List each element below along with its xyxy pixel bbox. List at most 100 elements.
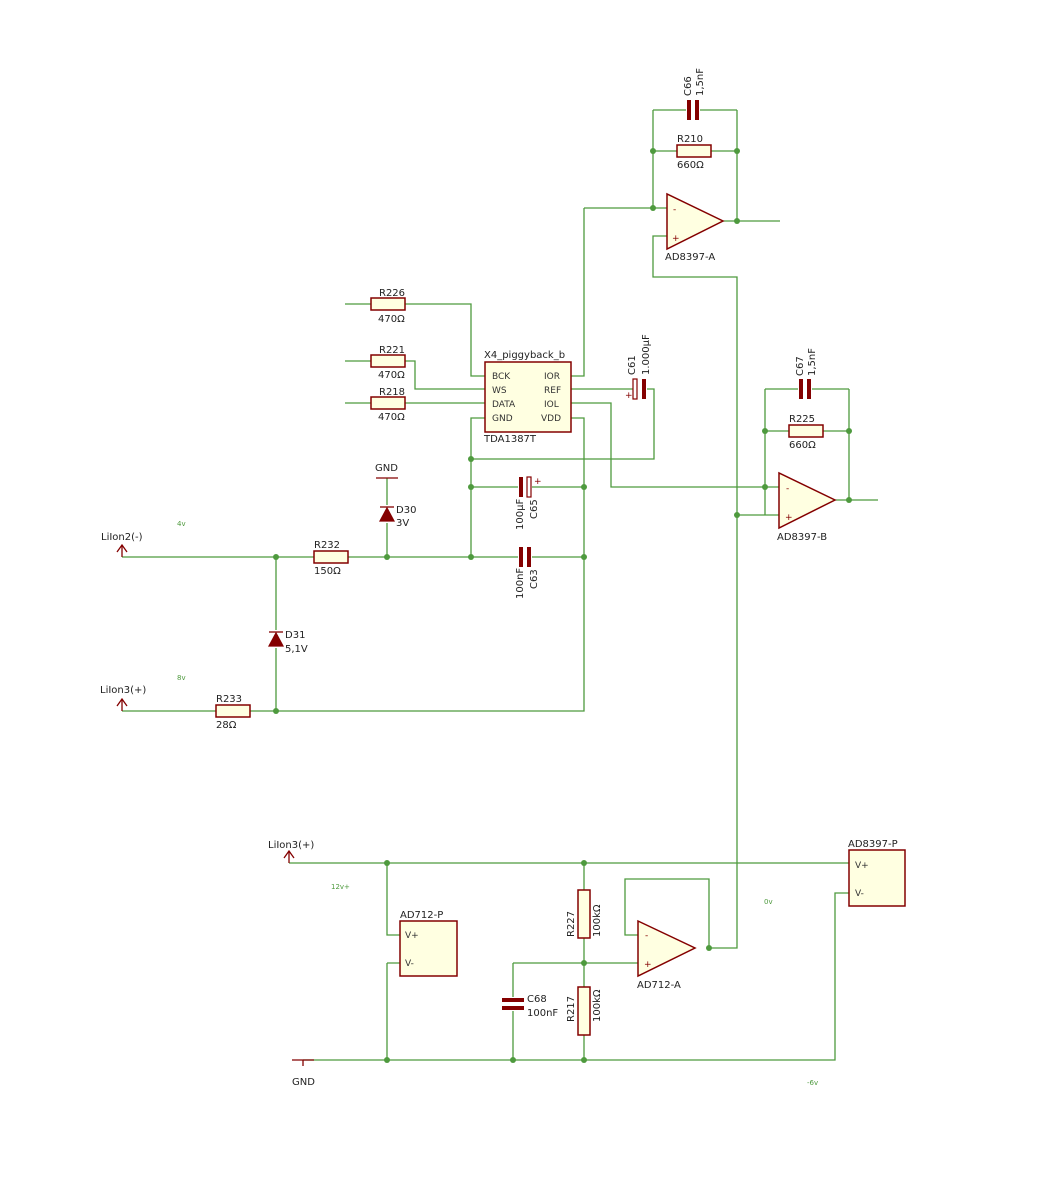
resistor-r221[interactable]: R221 470Ω <box>370 345 406 381</box>
c63-value: 100nF <box>515 568 526 599</box>
capacitor-c68[interactable]: C68 100nF <box>502 994 558 1019</box>
r227-value: 100kΩ <box>592 904 603 937</box>
net-label-8v: 8v <box>177 674 186 682</box>
ic-tda-part: TDA1387T <box>483 434 537 445</box>
ic-pin-ref: REF <box>544 386 561 396</box>
opamp-ad8397-b[interactable]: - + AD8397-B <box>777 471 837 543</box>
resistor-r217[interactable]: R217 100kΩ <box>566 986 603 1036</box>
opamp-b-plus: + <box>785 513 793 523</box>
ad8397p-name: AD8397-P <box>848 839 898 850</box>
resistor-r233[interactable]: R233 28Ω <box>215 694 251 731</box>
port-liion3-bottom-label: LiIon3(+) <box>268 840 314 851</box>
ad8397p-vminus: V- <box>855 889 864 899</box>
capacitor-c67[interactable]: C67 1,5nF <box>795 348 818 399</box>
ad712p-vplus: V+ <box>405 931 419 941</box>
r218-ref: R218 <box>379 387 405 398</box>
opamp-a-plus: + <box>672 234 680 244</box>
r226-ref: R226 <box>379 288 405 299</box>
power-unit-ad712-p[interactable]: AD712-P V+ V- <box>399 910 458 977</box>
gnd-bottom-label: GND <box>292 1077 315 1088</box>
power-unit-ad8397-p[interactable]: AD8397-P V+ V- <box>848 839 906 907</box>
ic-pin-gnd: GND <box>492 414 513 424</box>
d30-ref: D30 <box>396 505 416 516</box>
resistor-r210[interactable]: R210 660Ω <box>676 134 712 171</box>
r221-value: 470Ω <box>378 370 405 381</box>
ic-tda1387t[interactable]: X4_piggyback_b TDA1387T BCK WS DATA GND … <box>483 350 572 445</box>
svg-text:+: + <box>534 477 542 487</box>
net-label-0v: 0v <box>764 898 773 906</box>
gnd-symbol-top: GND <box>375 463 398 479</box>
resistor-r226[interactable]: R226 470Ω <box>370 288 406 325</box>
d31-value: 5,1V <box>285 644 308 655</box>
diode-d31[interactable]: D31 5,1V <box>267 630 308 655</box>
c67-ref: C67 <box>795 356 806 376</box>
junction-dots <box>273 148 852 1063</box>
opamp-c-minus: - <box>645 931 648 941</box>
capacitor-c61[interactable]: + C61 1.000µF <box>625 334 652 401</box>
net-labels: 4v 8v 12v+ 0v -6v <box>177 520 818 1087</box>
diode-d30[interactable]: D30 3V <box>378 505 416 529</box>
ic-pin-vdd: VDD <box>541 414 561 424</box>
opamp-ad8397-a[interactable]: - + AD8397-A <box>665 192 725 263</box>
c61-ref: C61 <box>627 355 638 375</box>
c63-ref: C63 <box>529 569 540 589</box>
ic-pin-data: DATA <box>492 400 516 410</box>
c61-value: 1.000µF <box>641 334 652 375</box>
opamp-a-name: AD8397-A <box>665 252 715 263</box>
r210-value: 660Ω <box>677 160 704 171</box>
c68-value: 100nF <box>527 1008 558 1019</box>
r232-value: 150Ω <box>314 566 341 577</box>
c65-ref: C65 <box>529 499 540 519</box>
opamp-ad712-a[interactable]: - + AD712-A <box>637 919 697 991</box>
port-liion2-minus[interactable]: LiIon2(-) <box>101 532 143 557</box>
net-label-minus6v: -6v <box>807 1079 818 1087</box>
gnd-symbol-bottom: GND <box>292 1059 315 1088</box>
r225-ref: R225 <box>789 414 815 425</box>
c66-ref: C66 <box>683 76 694 96</box>
resistor-r225[interactable]: R225 660Ω <box>788 414 824 451</box>
r217-ref: R217 <box>566 996 577 1022</box>
capacitor-c66[interactable]: C66 1,5nF <box>683 68 706 120</box>
c65-value: 100µF <box>515 499 526 530</box>
resistor-r232[interactable]: R232 150Ω <box>313 540 349 577</box>
ad712p-vminus: V- <box>405 959 414 969</box>
port-liion3-plus-left[interactable]: LiIon3(+) <box>100 685 146 711</box>
r221-ref: R221 <box>379 345 405 356</box>
r227-ref: R227 <box>566 911 577 937</box>
r233-value: 28Ω <box>216 720 237 731</box>
r217-value: 100kΩ <box>592 989 603 1022</box>
ic-pin-bck: BCK <box>492 372 511 382</box>
opamp-a-minus: - <box>673 205 676 215</box>
opamp-c-name: AD712-A <box>637 980 681 991</box>
ic-pin-iol: IOL <box>544 400 559 410</box>
ic-pin-ws: WS <box>492 386 507 396</box>
d30-value: 3V <box>396 518 409 529</box>
net-label-12v: 12v+ <box>331 883 350 891</box>
c67-value: 1,5nF <box>807 348 818 376</box>
r210-ref: R210 <box>677 134 703 145</box>
resistor-r227[interactable]: R227 100kΩ <box>566 889 603 939</box>
c66-value: 1,5nF <box>695 68 706 96</box>
r218-value: 470Ω <box>378 412 405 423</box>
capacitor-c65[interactable]: + 100µF C65 <box>515 476 542 530</box>
port-liion3-plus-bottom[interactable]: LiIon3(+) <box>268 840 314 863</box>
r233-ref: R233 <box>216 694 242 705</box>
opamp-b-minus: - <box>786 484 789 494</box>
gnd-top-label: GND <box>375 463 398 474</box>
r232-ref: R232 <box>314 540 340 551</box>
r226-value: 470Ω <box>378 314 405 325</box>
capacitor-c63[interactable]: 100nF C63 <box>515 547 540 599</box>
port-liion3-left-label: LiIon3(+) <box>100 685 146 696</box>
opamp-b-name: AD8397-B <box>777 532 827 543</box>
r225-value: 660Ω <box>789 440 816 451</box>
net-label-4v: 4v <box>177 520 186 528</box>
ic-pin-ior: IOR <box>544 372 560 382</box>
ad8397p-vplus: V+ <box>855 861 869 871</box>
ad712p-name: AD712-P <box>400 910 443 921</box>
wires <box>122 109 878 1061</box>
svg-text:+: + <box>625 391 633 401</box>
port-liion2-label: LiIon2(-) <box>101 532 143 543</box>
resistor-r218[interactable]: R218 470Ω <box>370 387 406 423</box>
c68-ref: C68 <box>527 994 547 1005</box>
